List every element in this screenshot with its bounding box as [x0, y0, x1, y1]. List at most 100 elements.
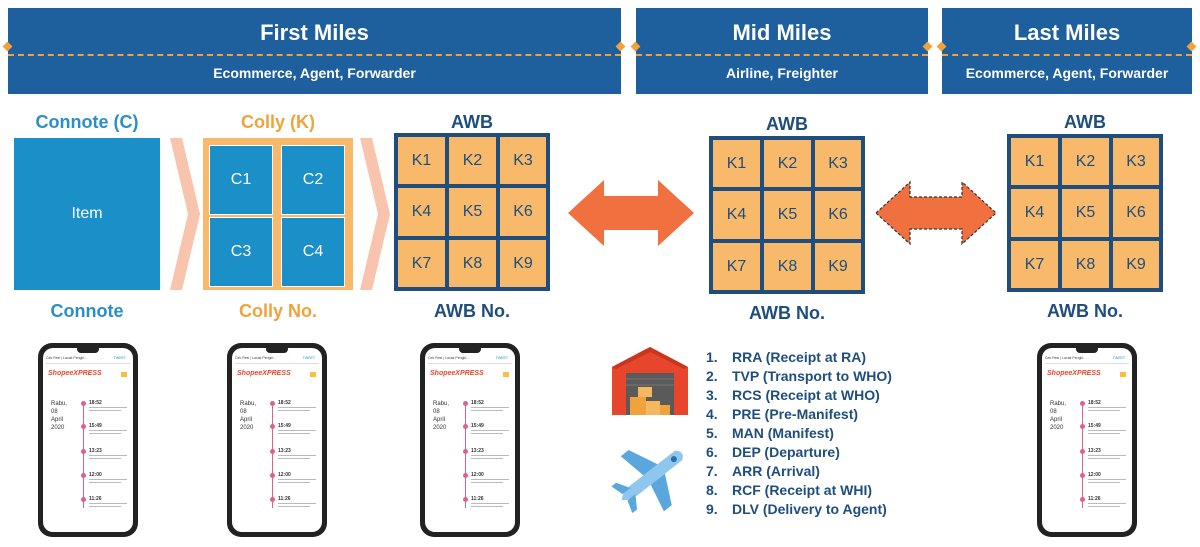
date-line: Rabu,: [433, 401, 450, 407]
section-title: Mid Miles: [732, 20, 832, 45]
phone-screen: Cek Resi | Lacak Pengiri...TWEET ShopeeX…: [1042, 348, 1132, 532]
timeline-line: [83, 402, 84, 508]
connote-top-label: Connote (C): [35, 112, 139, 132]
timeline-text: [89, 455, 127, 456]
timeline-time: 11:26: [471, 496, 484, 502]
timeline-text: [89, 506, 121, 507]
timeline-dot: [81, 401, 86, 406]
awb-cell: K1: [398, 137, 445, 184]
shopee-express-logo: ShopeeXPRESS: [237, 370, 291, 377]
awb-cell: K6: [500, 188, 546, 236]
phone-notch: [266, 348, 288, 353]
timeline-dot: [463, 401, 468, 406]
timeline-dot: [81, 473, 86, 478]
awb-cell: K9: [1113, 241, 1159, 288]
timeline-dot: [270, 449, 275, 454]
browser-title: Cek Resi | Lacak Pengiri...: [1045, 356, 1087, 360]
awb-cell: K3: [815, 140, 861, 187]
browser-bar: Cek Resi | Lacak Pengiri...TWEET: [46, 356, 130, 364]
menu-icon: [121, 372, 127, 377]
timeline-time: 18:52: [89, 400, 102, 406]
timeline-text: [471, 506, 503, 507]
awb-cell: K4: [713, 191, 760, 239]
timeline-text: [1088, 479, 1126, 480]
date-line: 08: [433, 409, 440, 415]
section-title: Last Miles: [1013, 20, 1121, 45]
colly-cell: C1: [209, 145, 273, 215]
banner-last-miles: Last Miles Ecommerce, Agent, Forwarder: [942, 8, 1192, 94]
browser-bar: Cek Resi | Lacak Pengiri...TWEET: [235, 356, 319, 364]
timeline-text: [1088, 410, 1120, 411]
timeline-text: [89, 503, 127, 504]
date-line: 08: [51, 409, 58, 415]
timeline-line: [465, 402, 466, 508]
timeline-time: 13:23: [471, 448, 484, 454]
menu-icon: [1120, 372, 1126, 377]
colly-bottom-label: Colly No.: [238, 301, 317, 321]
browser-title: Cek Resi | Lacak Pengiri...: [235, 356, 277, 360]
timeline-dot: [1080, 497, 1085, 502]
timeline-time: 15:49: [89, 423, 102, 429]
awb-cell: K2: [1062, 138, 1109, 185]
date-line: Rabu,: [1050, 401, 1067, 407]
awb-top-label: AWB: [1064, 112, 1106, 132]
timeline-text: [471, 430, 509, 431]
timeline-text: [1088, 407, 1126, 408]
status-item: 7.ARR (Arrival): [706, 462, 892, 481]
awb-cell: K1: [1011, 138, 1058, 185]
colly-top-label: Colly (K): [241, 112, 315, 132]
awb-cell: K8: [1062, 241, 1109, 288]
timeline-text: [278, 430, 316, 431]
timeline-time: 11:26: [278, 496, 291, 502]
awb-cell: K5: [449, 188, 496, 236]
date-line: April: [240, 417, 253, 423]
timeline-text: [278, 455, 316, 456]
awb-cell: K1: [713, 140, 760, 187]
double-arrow-icon: [875, 180, 997, 246]
status-text: PRE (Pre-Manifest): [732, 406, 859, 422]
timeline-text: [1088, 458, 1120, 459]
awb-bottom-label: AWB No.: [749, 303, 825, 323]
timeline-text: [278, 458, 310, 459]
status-number: 2.: [706, 368, 718, 384]
phone-mockup: Cek Resi | Lacak Pengiri...TWEET ShopeeX…: [38, 343, 138, 537]
timeline-time: 12:00: [278, 472, 291, 478]
awb-cell: K7: [1011, 241, 1058, 288]
timeline-text: [278, 506, 310, 507]
dashed-divider: [8, 54, 621, 56]
browser-title: Cek Resi | Lacak Pengiri...: [428, 356, 470, 360]
colly-cell: C3: [209, 217, 273, 287]
banner-first-miles: First Miles Ecommerce, Agent, Forwarder: [8, 8, 621, 94]
airplane-icon: [611, 450, 683, 514]
date-line: 2020: [240, 425, 254, 431]
status-item: 8.RCF (Receipt at WHI): [706, 481, 892, 500]
awb-cell: K4: [398, 188, 445, 236]
timeline-text: [1088, 433, 1120, 434]
timeline-dot: [270, 497, 275, 502]
timeline-dot: [81, 497, 86, 502]
awb-cell: K5: [764, 191, 811, 239]
item-box: Item: [14, 138, 160, 290]
phone-mockup: Cek Resi | Lacak Pengiri...TWEET ShopeeX…: [1037, 343, 1137, 537]
timeline-dot: [1080, 449, 1085, 454]
timeline-text: [471, 458, 503, 459]
awb-bottom-label: AWB No.: [1047, 301, 1123, 321]
status-number: 4.: [706, 406, 718, 422]
timeline-dot: [463, 473, 468, 478]
date-line: April: [51, 417, 64, 423]
timeline-text: [89, 433, 121, 434]
timeline-dot: [81, 424, 86, 429]
timeline-text: [89, 479, 127, 480]
status-code-list: 1.RRA (Receipt at RA) 2.TVP (Transport t…: [706, 348, 892, 519]
timeline-text: [1088, 482, 1120, 483]
timeline-text: [278, 407, 316, 408]
awb-cell: K9: [500, 240, 546, 287]
date-line: 2020: [433, 425, 447, 431]
shopee-express-logo: ShopeeXPRESS: [48, 370, 102, 377]
timeline-line: [1082, 402, 1083, 508]
timeline-time: 15:49: [471, 423, 484, 429]
awb-grid-last: K1 K2 K3 K4 K5 K6 K7 K8 K9: [1007, 134, 1163, 292]
timeline-time: 13:23: [89, 448, 102, 454]
timeline-time: 18:52: [278, 400, 291, 406]
status-text: RRA (Receipt at RA): [732, 349, 867, 365]
